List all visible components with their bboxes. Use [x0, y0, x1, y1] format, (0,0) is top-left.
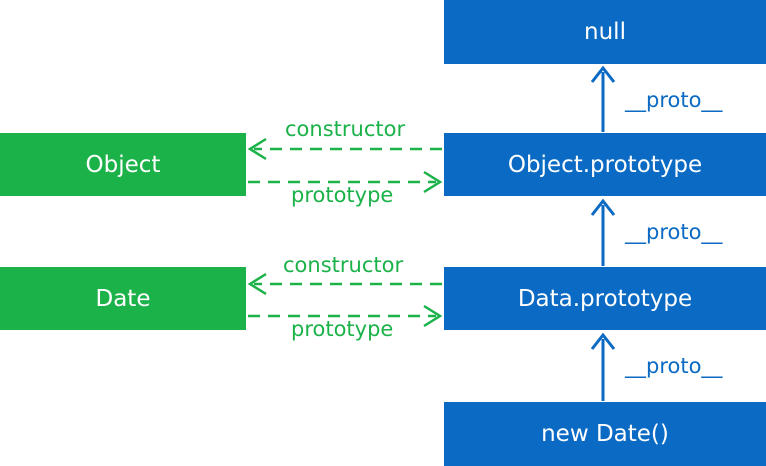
node-new-date-label: new Date(): [541, 421, 669, 447]
edge-label-prototype-1: prototype: [291, 183, 394, 207]
edge-label-constructor-2: constructor: [283, 253, 404, 277]
constructor-arrow-1: [247, 137, 442, 161]
edge-label-constructor-1: constructor: [285, 117, 406, 141]
node-new-date: new Date(): [444, 402, 766, 466]
prototype-arrow-2: [248, 304, 443, 328]
node-data-prototype-label: Data.prototype: [517, 285, 693, 312]
constructor-arrow-2: [247, 272, 442, 296]
node-date: Date: [0, 267, 246, 330]
proto-arrow-3: [590, 332, 616, 401]
node-object-prototype: Object.prototype: [444, 133, 766, 196]
proto-arrow-1: [590, 65, 616, 132]
node-null: null: [444, 0, 766, 64]
edge-label-proto-1: __proto__: [625, 88, 723, 112]
node-object-label: Object: [85, 151, 161, 178]
edge-label-prototype-2: prototype: [291, 317, 394, 341]
prototype-arrow-1: [248, 170, 443, 194]
edge-label-proto-2: __proto__: [625, 220, 723, 244]
node-null-label: null: [584, 19, 626, 45]
edge-label-proto-3: __proto__: [625, 354, 723, 378]
node-data-prototype: Data.prototype: [444, 267, 766, 330]
node-object-prototype-label: Object.prototype: [507, 151, 703, 178]
proto-arrow-2: [590, 198, 616, 266]
node-object: Object: [0, 133, 246, 196]
node-date-label: Date: [95, 285, 151, 312]
